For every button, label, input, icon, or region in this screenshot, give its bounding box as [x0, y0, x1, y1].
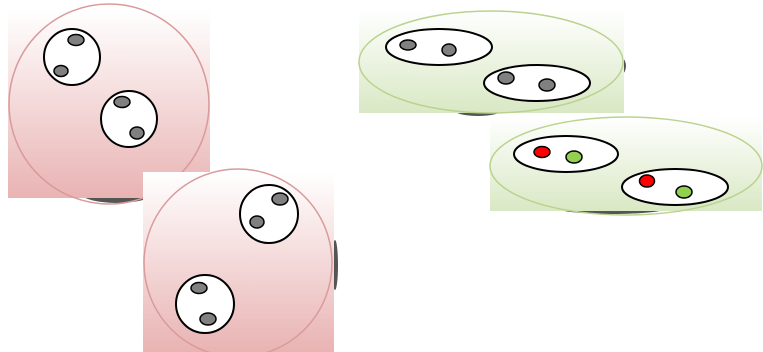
dot-green — [565, 150, 583, 164]
inner-circle — [43, 28, 101, 86]
dot-gray — [399, 39, 417, 51]
dot-gray — [538, 78, 556, 92]
inner-ellipse — [621, 168, 729, 206]
dot-gray — [441, 43, 457, 57]
cluster-background — [143, 172, 334, 352]
cluster-outline — [489, 116, 763, 216]
cluster-outline — [358, 10, 624, 114]
round-cluster-bottom — [143, 168, 338, 352]
dot-green — [675, 185, 693, 199]
inner-ellipse — [513, 135, 619, 173]
inner-circle — [100, 90, 158, 148]
inner-ellipse — [385, 28, 493, 66]
inner-circle — [175, 274, 235, 334]
dot-red — [533, 145, 551, 159]
flat-cluster-top-right — [358, 10, 626, 116]
inner-circle — [239, 184, 299, 244]
dot-gray — [271, 192, 289, 206]
dot-gray — [249, 215, 265, 229]
dot-gray — [497, 71, 515, 85]
cluster-outline — [143, 168, 333, 352]
cluster-outline — [8, 3, 210, 205]
dot-gray — [113, 95, 131, 109]
flat-cluster-bottom-right — [489, 116, 763, 216]
dot-gray — [199, 312, 217, 326]
cluster-background — [359, 10, 624, 113]
dot-gray — [53, 64, 69, 78]
dot-red — [638, 174, 656, 188]
inner-ellipse — [483, 64, 591, 102]
round-cluster-top-left — [8, 3, 210, 205]
dot-gray — [67, 33, 85, 47]
dot-gray — [190, 281, 208, 295]
dot-gray — [129, 126, 145, 140]
